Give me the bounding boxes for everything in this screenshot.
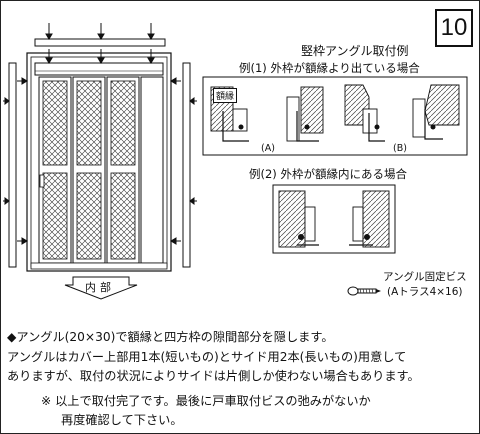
- case-a-label: (A): [261, 143, 275, 154]
- instruction-body-line2: ありますが、取付の状況によりサイドは片側しか使わない場合もあります。: [7, 369, 420, 383]
- installation-diagram: [3, 23, 468, 300]
- case-b-label: (B): [393, 143, 407, 154]
- instruction-body-line1: アングルはカバー上部用1本(短いもの)とサイド用2本(長いもの)用意して: [7, 350, 407, 364]
- figure-title: 竪枠アングル取付例: [301, 44, 409, 58]
- completion-note-line1: ※ 以上で取付完了です。最後に戸車取付ビスの弛みがないか: [41, 394, 371, 408]
- example2-label: 例(2) 外枠が額縁内にある場合: [249, 167, 407, 181]
- example1-label: 例(1) 外枠が額縁より出ている場合: [239, 61, 420, 75]
- completion-note-line2: 再度確認して下さい。: [61, 413, 183, 427]
- frame-tag-label: 額縁: [213, 88, 238, 103]
- screw-label-line2: (Aトラス4×16): [387, 286, 463, 298]
- inside-label: 内部: [85, 281, 115, 294]
- screw-label-line1: アングル固定ビス: [383, 271, 467, 283]
- page-number-badge: 10: [435, 9, 473, 47]
- example2-detail-box: [272, 184, 396, 254]
- instruction-bullet: ◆アングル(20×30)で額縁と四方枠の隙間部分を隠します。: [7, 330, 334, 344]
- example1-detail-box: [202, 76, 468, 156]
- door-elevation: [3, 23, 197, 300]
- screw-icon: [347, 286, 381, 296]
